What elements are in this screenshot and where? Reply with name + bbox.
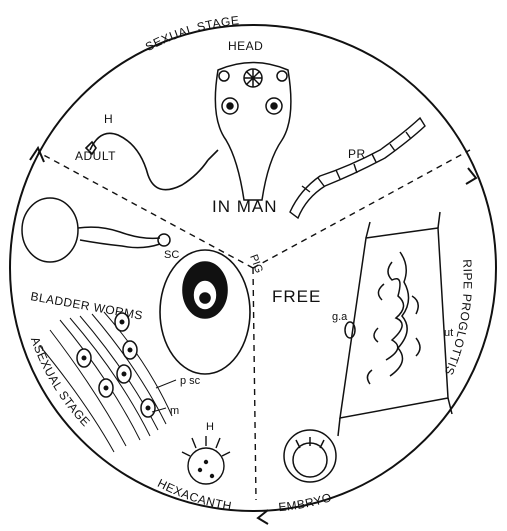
sexual-stage-label: SEXUAL STAGE <box>143 13 240 54</box>
sc-label: SC <box>164 249 179 261</box>
ut-label: ut <box>444 327 453 339</box>
divider-lower <box>253 268 256 500</box>
bladder-worm-drawing <box>22 198 170 262</box>
hexacanth-h-label: H <box>206 421 214 433</box>
pig-cyst-drawing <box>160 250 250 374</box>
adult-label: ADULT <box>75 149 116 163</box>
proglottid-chain-drawing <box>290 118 425 218</box>
hexacanth-drawing <box>182 436 230 484</box>
m-label: m <box>170 405 179 417</box>
divider-upper-right <box>253 150 470 268</box>
adult-h-label: H <box>104 112 113 126</box>
ripe-proglottis-label: RIPE PROGLOTTIS <box>442 259 475 378</box>
ga-label: g.a <box>332 311 348 323</box>
embryo-label: EMBRYO <box>278 490 334 514</box>
ripe-proglottis-drawing <box>338 212 452 436</box>
tapeworm-head-drawing <box>215 63 291 201</box>
in-man-label: IN MAN <box>212 197 278 216</box>
pig-label: PIG <box>247 253 265 275</box>
free-label: FREE <box>272 287 321 306</box>
arrow-bottom-icon <box>258 510 268 524</box>
pr-label: PR <box>348 147 366 161</box>
psc-label: p sc <box>180 375 201 387</box>
embryo-drawing <box>284 430 336 482</box>
head-label: HEAD <box>228 39 263 53</box>
